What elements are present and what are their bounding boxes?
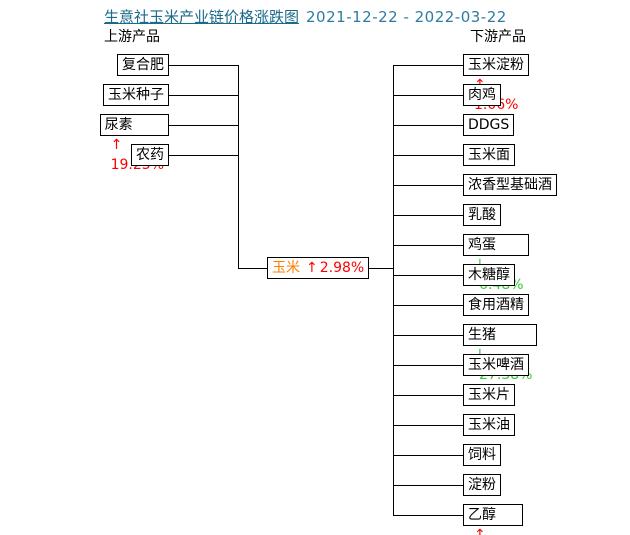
product-name: 浓香型基础酒 [468, 177, 552, 193]
connector-line [394, 155, 463, 156]
chart-title: 生意社玉米产业链价格涨跌图 2021-12-22 - 2022-03-22 [104, 8, 507, 26]
connector-line [393, 65, 394, 516]
product-box[interactable]: DDGS [463, 114, 515, 136]
connector-line [369, 268, 394, 269]
connector-line [169, 155, 239, 156]
product-box[interactable]: 尿素↑19.25% [99, 114, 169, 173]
product-name: 玉米种子 [108, 87, 164, 103]
product-name: 玉米片 [468, 387, 510, 403]
product-name: 玉米油 [468, 417, 510, 433]
connector-line [394, 455, 463, 456]
product-box[interactable]: 复合肥 [117, 54, 169, 76]
product-name: 复合肥 [122, 57, 164, 73]
product-box[interactable]: 生猪↓-27.38% [463, 324, 538, 383]
center-product-box-corn[interactable]: 玉米 ↑2.98% [267, 257, 370, 279]
product-name: 农药 [136, 147, 164, 163]
product-box[interactable]: 玉米种子 [103, 84, 169, 106]
product-box[interactable]: 玉米油 [463, 414, 515, 436]
product-name: 玉米面 [468, 147, 510, 163]
product-name: 淀粉 [468, 477, 496, 493]
connector-line [394, 515, 463, 516]
product-box[interactable]: 玉米淀粉↑1.06% [463, 54, 529, 113]
product-box[interactable]: 乙醇 ↑2.95% [463, 504, 524, 535]
product-box[interactable]: 饲料 [463, 444, 501, 466]
product-name: 木糖醇 [468, 267, 510, 283]
product-name: 乙醇 [468, 507, 496, 523]
connector-line [394, 485, 463, 486]
connector-line [238, 268, 267, 269]
connector-line [394, 95, 463, 96]
product-box[interactable]: 木糖醇 [463, 264, 515, 286]
product-name: 饲料 [468, 447, 496, 463]
connector-line [394, 275, 463, 276]
downstream-section-label: 下游产品 [470, 29, 526, 45]
product-name: 乳酸 [468, 207, 496, 223]
connector-line [394, 335, 463, 336]
product-box[interactable]: 玉米啤酒 [463, 354, 529, 376]
product-name: 生猪 [468, 327, 496, 343]
change-value: 2.98% [319, 260, 365, 276]
product-box[interactable]: 淀粉 [463, 474, 501, 496]
product-box[interactable]: 农药 [131, 144, 169, 166]
connector-line [394, 305, 463, 306]
connector-line [394, 215, 463, 216]
chart-date-range: 2021-12-22 - 2022-03-22 [306, 8, 507, 26]
connector-line [238, 65, 239, 269]
connector-line [169, 95, 239, 96]
product-box[interactable]: 食用酒精 [463, 294, 529, 316]
connector-line [394, 245, 463, 246]
product-name: DDGS [468, 117, 510, 133]
connector-line [394, 65, 463, 66]
connector-line [169, 125, 239, 126]
product-box[interactable]: 玉米面 [463, 144, 515, 166]
center-product-name: 玉米 [272, 260, 300, 276]
product-name: 鸡蛋 [468, 237, 496, 253]
connector-line [394, 425, 463, 426]
price-change: ↑2.95% [474, 525, 518, 535]
connector-line [169, 65, 239, 66]
up-arrow-icon: ↑ [110, 137, 123, 153]
connector-line [394, 185, 463, 186]
chart-title-link[interactable]: 生意社玉米产业链价格涨跌图 [104, 8, 300, 26]
product-box[interactable]: 乳酸 [463, 204, 501, 226]
product-box[interactable]: 鸡蛋↓-6.48% [463, 234, 529, 293]
product-name: 尿素 [104, 117, 133, 133]
product-box[interactable]: 浓香型基础酒 [463, 174, 557, 196]
product-box[interactable]: 玉米片 [463, 384, 515, 406]
connector-line [394, 395, 463, 396]
up-arrow-icon: ↑ [306, 260, 318, 276]
product-name: 玉米淀粉 [468, 57, 524, 73]
product-name: 肉鸡 [468, 87, 496, 103]
product-box[interactable]: 肉鸡 [463, 84, 501, 106]
connector-line [394, 125, 463, 126]
product-name: 食用酒精 [468, 297, 524, 313]
product-name: 玉米啤酒 [468, 357, 524, 373]
up-arrow-icon: ↑ [474, 527, 486, 535]
upstream-section-label: 上游产品 [104, 29, 160, 45]
center-price-change: ↑2.98% [306, 260, 364, 276]
connector-line [394, 365, 463, 366]
